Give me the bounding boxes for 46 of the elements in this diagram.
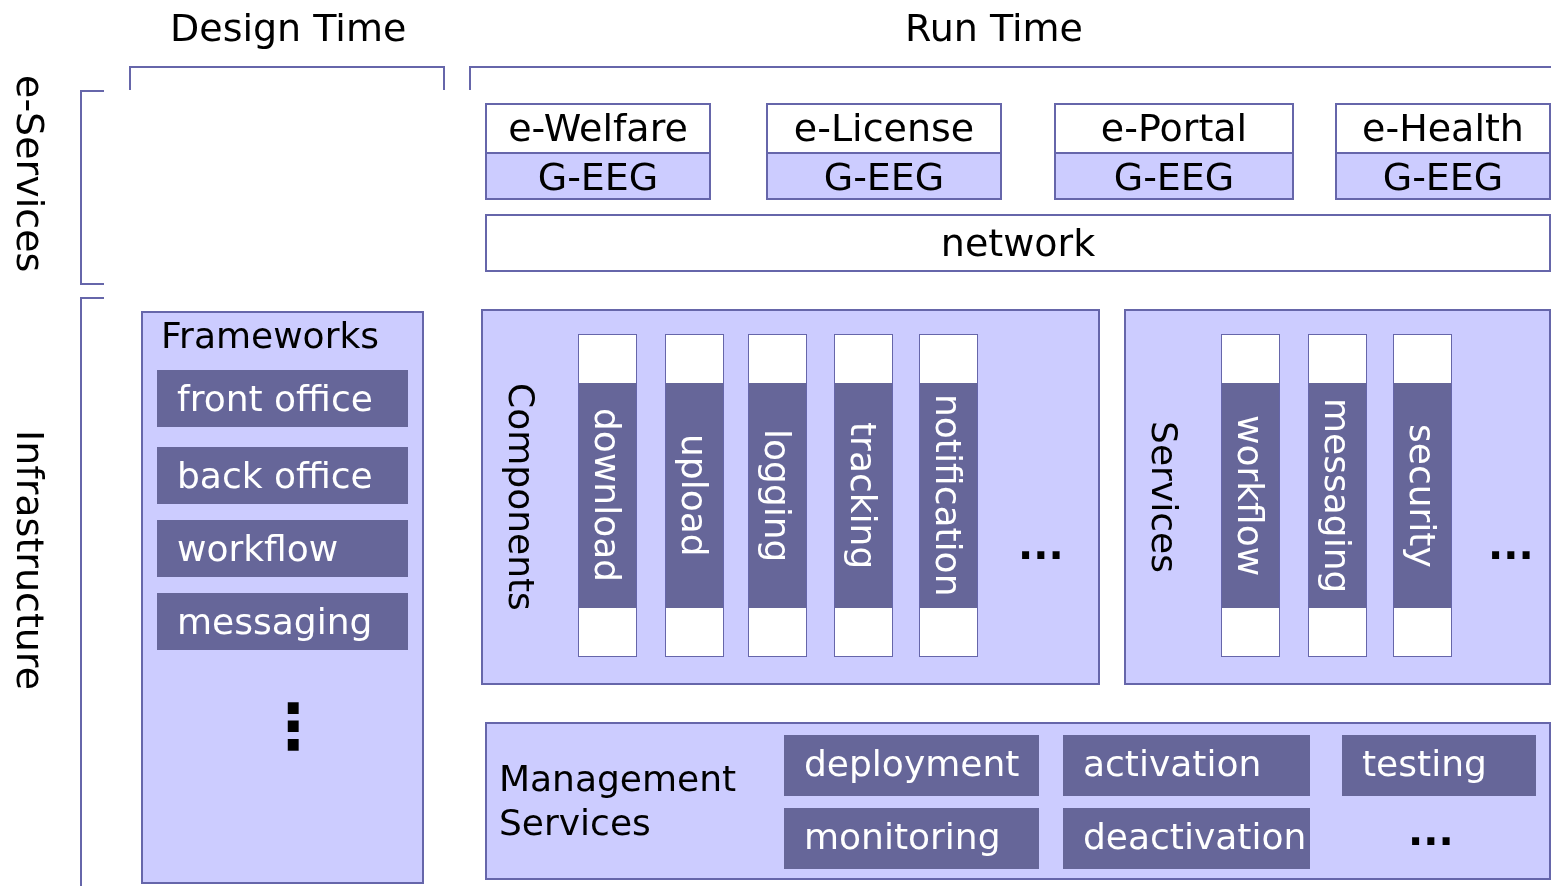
ellipsis-mark: ... xyxy=(1408,808,1454,854)
component-column: workflow xyxy=(1221,334,1280,657)
service-box xyxy=(1335,103,1551,200)
panel-title: Components xyxy=(501,383,542,611)
layer-panel xyxy=(485,722,1551,880)
ellipsis-mark: ... xyxy=(1018,522,1064,568)
component-column: security xyxy=(1393,334,1452,657)
panel-title: Management Services xyxy=(499,757,738,845)
network-bar: network xyxy=(485,214,1551,272)
component-column: upload xyxy=(665,334,724,657)
panel-title: Frameworks xyxy=(161,315,380,356)
layer-panel xyxy=(141,311,424,884)
component-column: logging xyxy=(748,334,807,657)
service-box xyxy=(1054,103,1294,200)
service-name: e-Portal xyxy=(1099,105,1249,151)
ellipsis-mark: ... xyxy=(1488,522,1534,568)
row-heading: e-Services xyxy=(8,75,52,273)
column-heading: Design Time xyxy=(170,6,407,50)
service-box xyxy=(766,103,1002,200)
layer-panel xyxy=(481,309,1100,685)
component-column: messaging xyxy=(1308,334,1367,657)
service-tag: G-EEG xyxy=(768,152,1000,198)
module-bar: deactivation xyxy=(1063,808,1310,869)
panel-title: Services xyxy=(1144,421,1185,573)
module-bar: workflow xyxy=(157,520,408,577)
column-heading: Run Time xyxy=(905,6,1083,50)
module-bar: front office xyxy=(157,370,408,427)
module-bar: activation xyxy=(1063,735,1310,796)
module-bar: monitoring xyxy=(784,808,1039,869)
module-bar: messaging xyxy=(157,593,408,650)
service-name: e-Welfare xyxy=(507,105,689,151)
module-bar: deployment xyxy=(784,735,1039,796)
service-box xyxy=(485,103,711,200)
service-tag: G-EEG xyxy=(1337,152,1549,198)
service-name: e-Health xyxy=(1361,105,1525,151)
service-name: e-License xyxy=(792,105,976,151)
ellipsis-mark: ⋮ xyxy=(262,690,324,763)
module-bar: testing xyxy=(1342,735,1536,796)
row-heading: Infrastructure xyxy=(8,430,52,691)
service-tag: G-EEG xyxy=(1056,152,1292,198)
layer-panel xyxy=(1124,309,1551,685)
component-column: tracking xyxy=(834,334,893,657)
component-column: download xyxy=(578,334,637,657)
module-bar: back office xyxy=(157,447,408,504)
service-tag: G-EEG xyxy=(487,152,709,198)
component-column: notification xyxy=(919,334,978,657)
